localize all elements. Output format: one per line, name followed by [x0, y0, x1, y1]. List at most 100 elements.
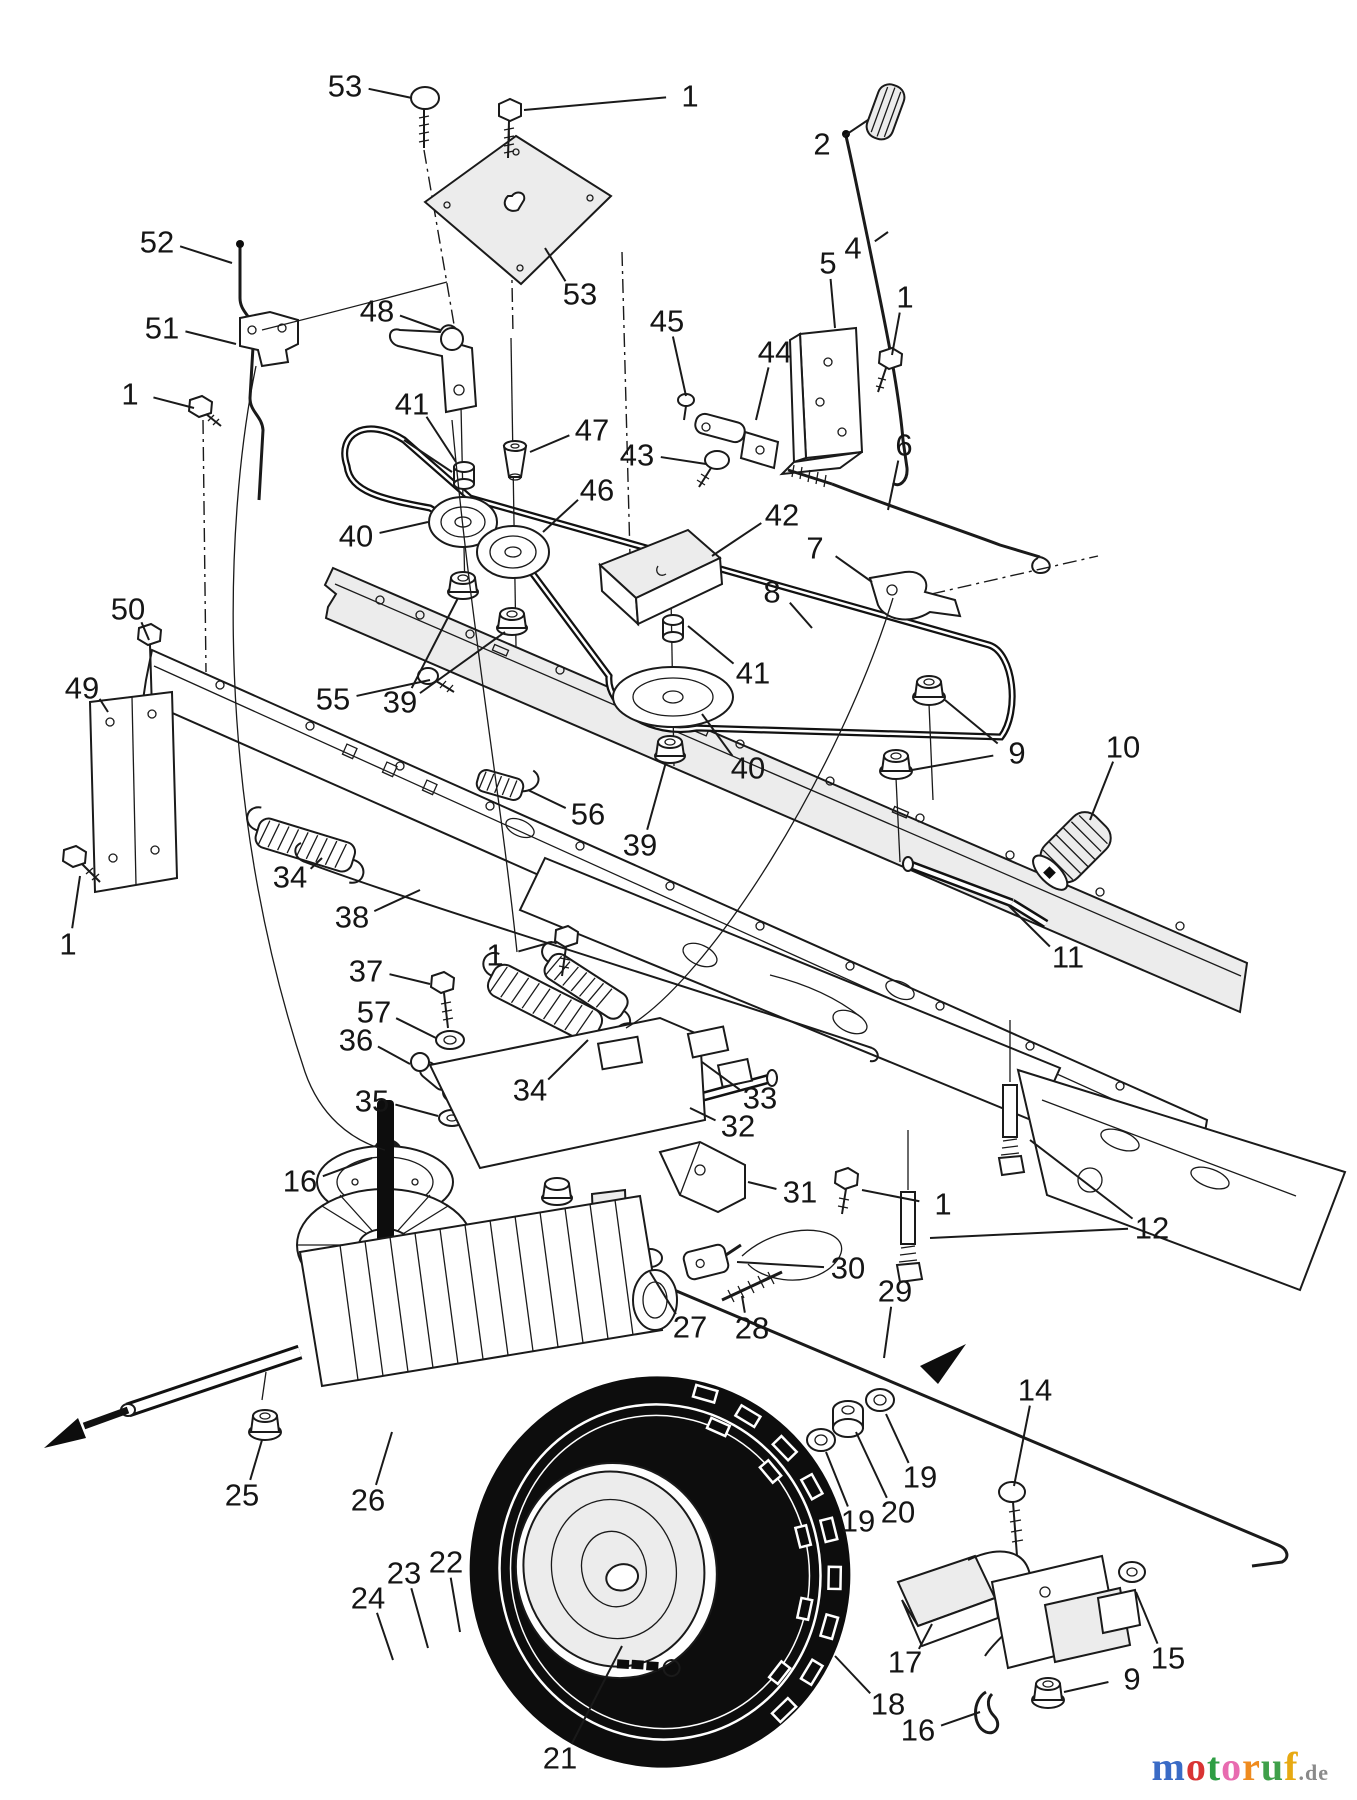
nut-39a — [447, 571, 479, 600]
front-rail-holes — [215, 680, 1125, 1091]
leader-line-53 — [368, 87, 413, 99]
leader-line-15 — [1135, 1591, 1159, 1644]
callout-17-62: 17 — [888, 1645, 922, 1680]
callout-19-60: 19 — [841, 1504, 875, 1539]
callout-38-30: 38 — [335, 900, 369, 935]
leader-line-30 — [736, 1261, 825, 1269]
callout-1-35: 1 — [486, 938, 503, 973]
flange-nuts — [447, 571, 946, 863]
callout-1-10: 1 — [896, 280, 913, 315]
valve-stem-21 — [616, 1659, 681, 1678]
callout-53-0: 53 — [328, 69, 362, 104]
leader-line-6 — [887, 460, 900, 511]
logo-letter: r — [1242, 1744, 1261, 1789]
nut-39b — [496, 607, 528, 636]
callout-9-32: 9 — [1008, 736, 1025, 771]
callout-6-66: 6 — [895, 428, 912, 463]
callout-34-41: 34 — [513, 1073, 547, 1108]
callout-19-58: 19 — [903, 1460, 937, 1495]
callout-46-15: 46 — [580, 473, 614, 508]
motoruf-logo[interactable]: motoruf.de — [1152, 1743, 1330, 1790]
plate-53 — [423, 134, 613, 286]
leader-line-41 — [425, 416, 457, 463]
cone-spacer-47 — [502, 440, 528, 481]
leader-line-43 — [660, 456, 707, 465]
callout-27-49: 27 — [673, 1310, 707, 1345]
bolt-1-top — [498, 97, 522, 159]
drive-rod-29 — [621, 1266, 1289, 1568]
callout-50-25: 50 — [111, 592, 145, 627]
leader-line-9 — [944, 699, 999, 745]
callout-26-52: 26 — [351, 1483, 385, 1518]
top-parts — [187, 83, 1051, 627]
lever-7 — [868, 570, 962, 621]
callout-11-34: 11 — [1052, 940, 1084, 975]
callout-1-6: 1 — [121, 377, 138, 412]
screw-43 — [696, 450, 730, 488]
callout-23-54: 23 — [387, 1556, 421, 1591]
leader-line-44 — [755, 367, 770, 421]
bracket-51 — [239, 310, 299, 368]
nut-9b — [879, 749, 913, 863]
pin-45 — [677, 393, 695, 421]
leader-line-33 — [701, 1061, 741, 1091]
callout-39-23: 39 — [383, 685, 417, 720]
callout-44-12: 44 — [758, 335, 792, 370]
leader-line-51 — [185, 330, 237, 345]
callout-18-57: 18 — [871, 1687, 905, 1722]
middle-parts — [61, 622, 1289, 1568]
leader-line-57 — [395, 1017, 437, 1039]
leader-line-5 — [829, 278, 836, 329]
spacer-41-right — [662, 614, 684, 643]
leader-line-8 — [789, 602, 813, 629]
direction-arrow-rod29 — [920, 1344, 966, 1384]
leader-line-50 — [140, 621, 150, 641]
logo-letter: o — [1221, 1744, 1243, 1789]
nut-25 — [248, 1409, 282, 1441]
leader-line-31 — [747, 1181, 777, 1190]
callout-1-45: 1 — [934, 1187, 951, 1222]
callout-24-53: 24 — [351, 1581, 385, 1616]
callout-10-33: 10 — [1106, 730, 1140, 765]
callout-9-64: 9 — [1123, 1662, 1140, 1697]
pedal-assembly — [896, 1481, 1146, 1735]
callout-56-27: 56 — [571, 797, 605, 832]
spring-34-left — [246, 806, 365, 884]
leader-line-32 — [689, 1107, 716, 1122]
bolt-37 — [429, 970, 456, 1029]
rear-wheel — [469, 1376, 851, 1768]
spacer-41-left — [453, 461, 475, 490]
callout-48-7: 48 — [360, 294, 394, 329]
callout-29-48: 29 — [878, 1274, 912, 1309]
callout-2-2: 2 — [813, 127, 830, 162]
leader-line-11 — [1007, 904, 1051, 948]
leader-line-4 — [874, 231, 889, 243]
leader-line-56 — [527, 789, 567, 809]
leader-line-23 — [410, 1587, 429, 1649]
bracket-42 — [598, 528, 724, 627]
logo-word: motoruf — [1152, 1744, 1299, 1789]
callout-8-18: 8 — [763, 575, 780, 610]
callout-4-3: 4 — [844, 231, 861, 266]
leader-line-22 — [449, 1577, 461, 1633]
leader-line-10 — [1089, 761, 1115, 821]
callout-15-65: 15 — [1151, 1641, 1185, 1676]
callout-14-61: 14 — [1018, 1373, 1052, 1408]
bolt-1-right — [833, 1166, 860, 1215]
leader-line-55 — [356, 679, 431, 697]
shoulder-bolt-12a — [997, 1020, 1026, 1177]
callout-31-44: 31 — [783, 1175, 817, 1210]
leader-line-41 — [687, 625, 735, 665]
leader-line-42 — [711, 522, 762, 557]
leader-line-46 — [542, 499, 579, 533]
callout-35-39: 35 — [355, 1084, 389, 1119]
leader-line-45 — [671, 336, 687, 397]
leader-line-1 — [891, 312, 901, 356]
bracket-31 — [658, 1140, 746, 1214]
callout-43-14: 43 — [620, 438, 654, 473]
rod-end-28 — [721, 1270, 783, 1303]
leader-line-16 — [940, 1711, 981, 1727]
leader-line-25 — [249, 1439, 263, 1481]
callout-34-29: 34 — [273, 860, 307, 895]
